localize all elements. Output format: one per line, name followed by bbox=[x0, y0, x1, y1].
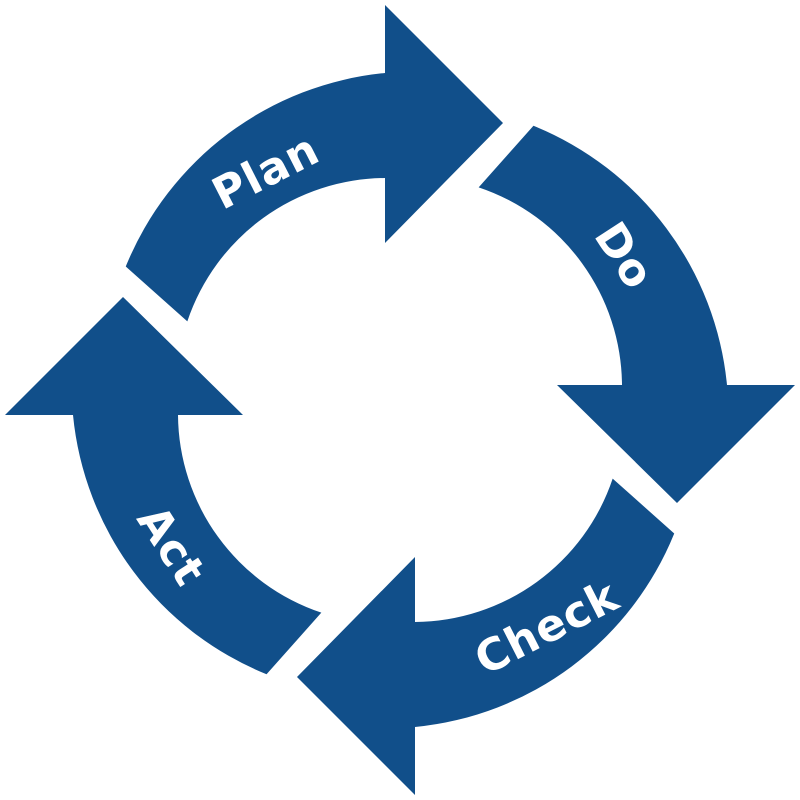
act-arrow bbox=[5, 297, 322, 675]
do-arrow bbox=[478, 125, 795, 504]
